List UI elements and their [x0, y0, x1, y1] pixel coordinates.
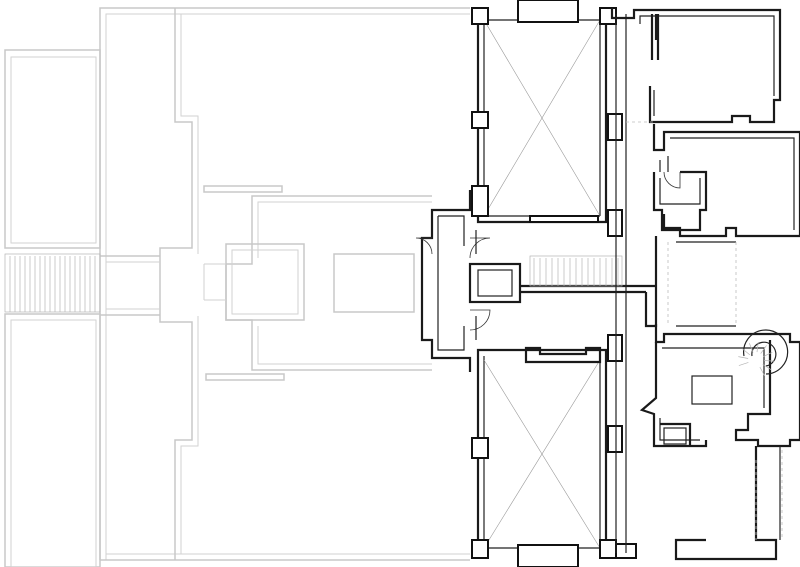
stair-tread — [762, 363, 772, 370]
stair-tread — [738, 356, 749, 359]
elevator — [468, 262, 522, 304]
stair-tread — [760, 345, 767, 354]
door-swing — [415, 237, 433, 255]
left-exterior-stair — [4, 253, 101, 313]
door-swing — [469, 309, 491, 331]
stair-tread — [763, 360, 774, 362]
light-well-east — [667, 241, 737, 327]
stair-tread — [763, 352, 773, 357]
central-pool — [333, 253, 415, 313]
rooms-north-east — [610, 8, 800, 238]
new-construction — [415, 0, 800, 567]
hall-south — [471, 334, 637, 567]
existing-building-outline — [4, 7, 470, 567]
hall-north — [471, 0, 623, 237]
spiral-stair — [738, 329, 789, 376]
stair-tread — [738, 362, 749, 366]
stair-tread — [759, 366, 765, 376]
central-pavilion — [225, 243, 305, 321]
rooms-south-east — [639, 324, 800, 561]
bed — [691, 375, 733, 405]
stair-tread — [749, 343, 754, 353]
stair-tread — [741, 348, 751, 356]
stair-tread — [756, 342, 759, 353]
door-swing — [469, 237, 491, 259]
left-annex-upper — [4, 49, 101, 249]
stair-core — [415, 190, 658, 372]
left-annex-lower — [4, 313, 101, 567]
